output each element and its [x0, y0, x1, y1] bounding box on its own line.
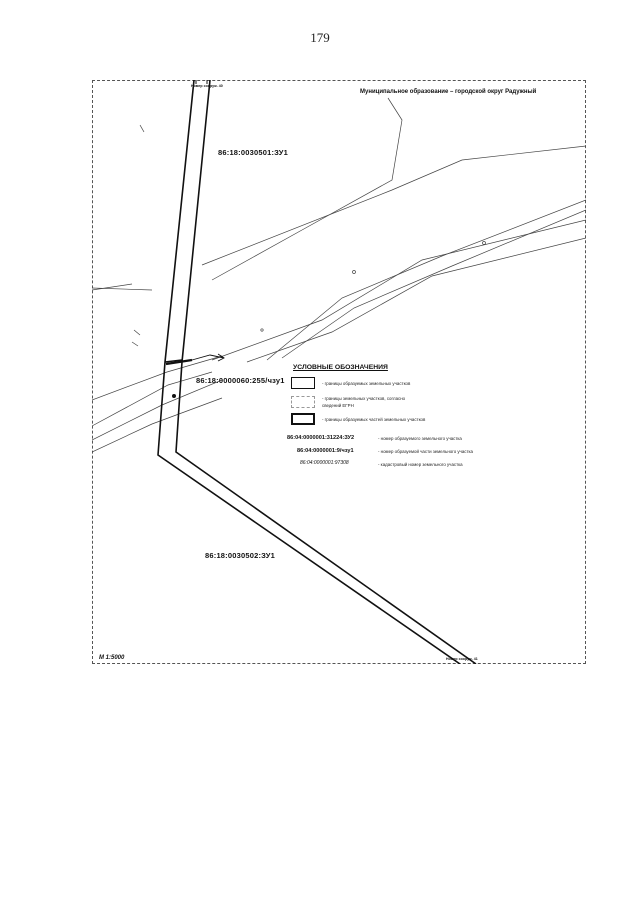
- plot-label-1: 86:18:0030501:ЗУ1: [218, 148, 289, 157]
- cadastral-map: [92, 80, 586, 664]
- top-ticks: [195, 80, 211, 84]
- formed-part-boundary: [165, 358, 193, 366]
- municipality-label: Муниципальное образование – городской ок…: [360, 89, 537, 95]
- plot-label-2: 86:18:0000060:255/чзу1: [196, 376, 285, 385]
- legend-code-1: 86:04:0000001:31224:ЗУ2: [287, 435, 355, 441]
- legend-text-2b: сведений ЕГРН: [322, 403, 354, 408]
- corner-note-bottom: Номер сооруж. 41: [446, 657, 478, 661]
- legend-swatch-formed-parts: [291, 413, 315, 425]
- legend-code-text-3: - кадастровый номер земельного участка: [378, 462, 463, 467]
- map-frame: [92, 80, 586, 664]
- legend-text-1: - границы образуемых земельных участков: [322, 381, 411, 386]
- plot-label-3: 86:18:0030502:ЗУ1: [205, 551, 276, 560]
- legend-title: УСЛОВНЫЕ ОБОЗНАЧЕНИЯ: [293, 364, 388, 371]
- formed-parcels: [157, 80, 477, 664]
- legend-code-3: 86:04:0000001:97308: [300, 460, 349, 466]
- point-marker: [172, 394, 176, 398]
- arrow-line: [191, 354, 225, 361]
- legend-code-text-1: - номер образуемого земельного участка: [378, 436, 462, 441]
- legend-text-3: - границы образуемых частей земельных уч…: [322, 417, 426, 422]
- legend-code-text-2: - номер образуемой части земельного учас…: [378, 449, 473, 454]
- legend-swatch-formed-parcels: [291, 377, 315, 389]
- corner-note-top: Номер сооруж. 40: [191, 84, 223, 88]
- arrow-head-icon: [217, 353, 225, 362]
- map-scale: М 1:5000: [99, 655, 125, 661]
- legend-swatch-egrn-parcels: [291, 396, 315, 408]
- page-number: 179: [310, 30, 330, 45]
- legend-code-2: 86:04:0000001:9/чзу1: [297, 448, 354, 454]
- legend-text-2: - границы земельных участков, согласно: [322, 396, 406, 401]
